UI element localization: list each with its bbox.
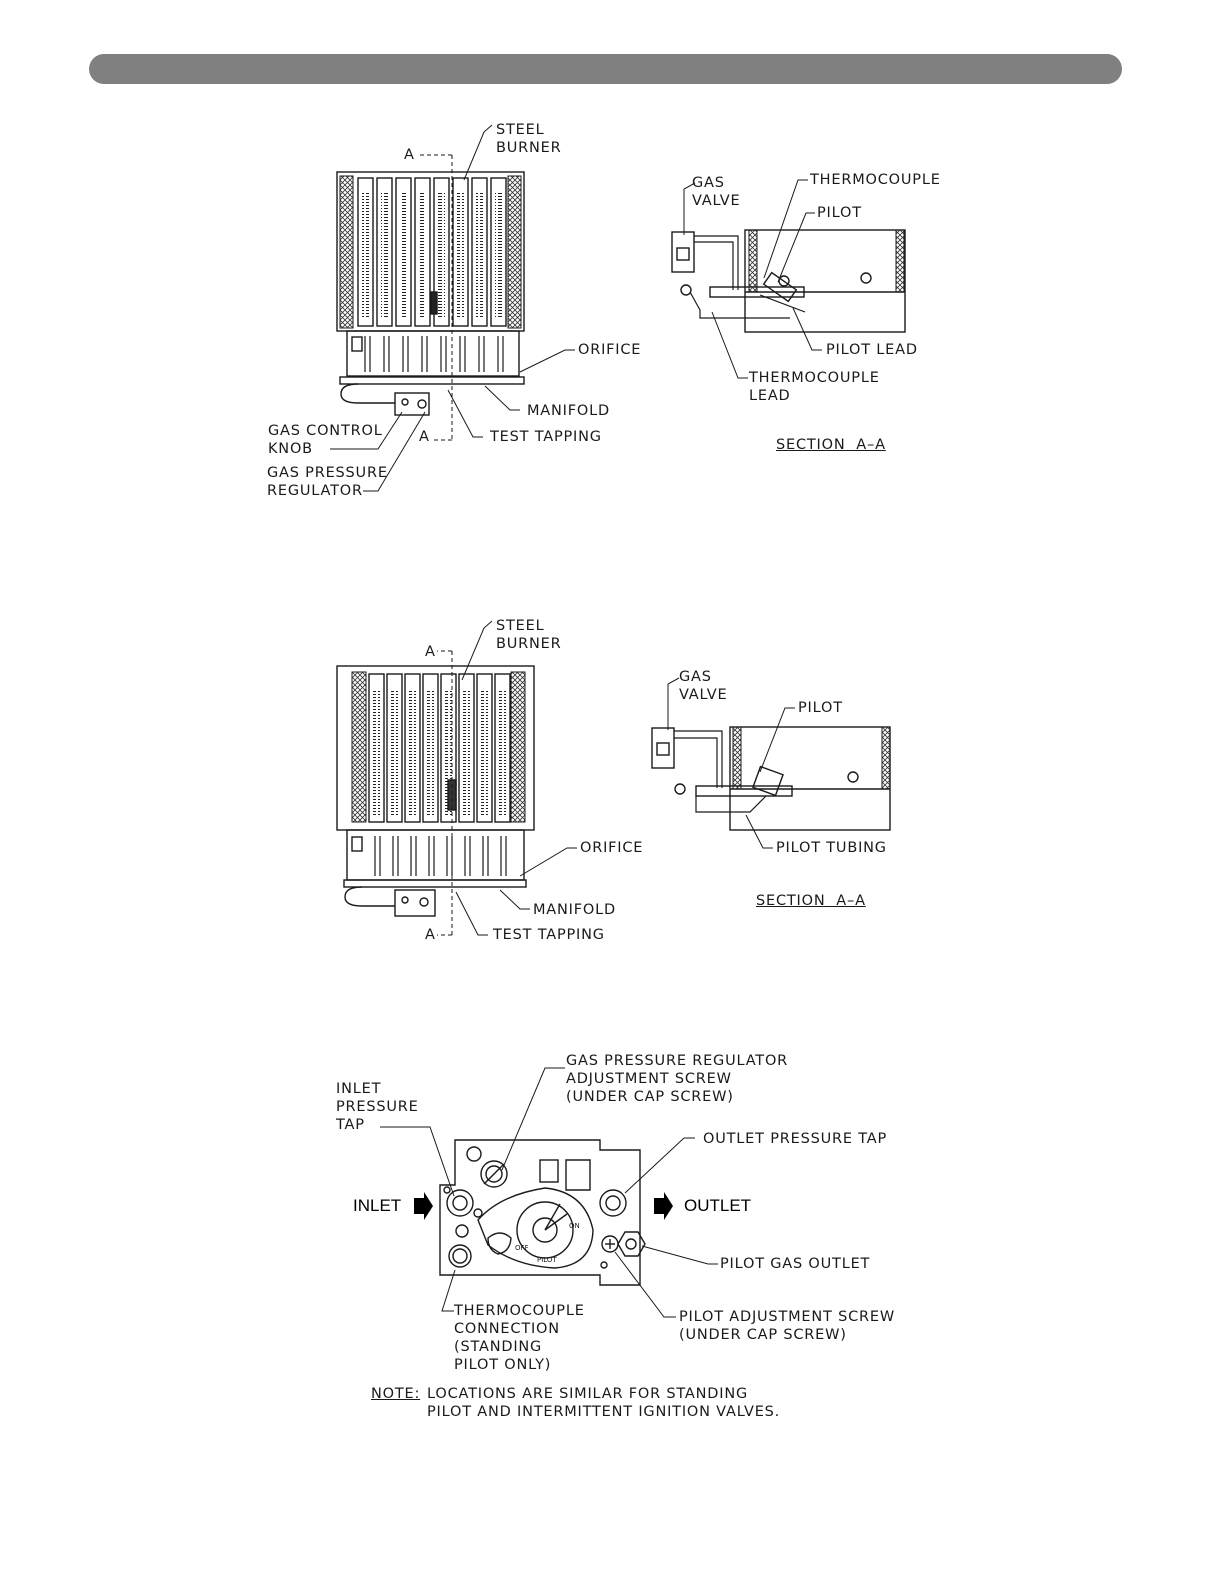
fig1-orifices [364,336,504,372]
label-pilot: PILOT [817,205,862,221]
label-outlet: OUTLET [684,1196,752,1215]
label-pilot-gas-outlet: PILOT GAS OUTLET [720,1256,871,1272]
label-manifold: MANIFOLD [527,403,610,419]
header-bar [89,54,1122,84]
outlet-arrow-icon [654,1192,673,1220]
section-mark-top: A [404,147,415,163]
section-mark-bottom: A [425,927,436,943]
fig2-burner-tubes [368,673,511,823]
label-pilot-adjustment-screw: PILOT ADJUSTMENT SCREW (UNDER CAP SCREW) [679,1309,895,1343]
fig2-orifices [374,836,507,876]
label-orifice: ORIFICE [580,840,644,856]
fig1-burner-tubes [357,177,507,327]
inlet-arrow-icon [414,1192,433,1220]
label-thermocouple: THERMOCOUPLE [810,172,941,188]
label-outlet-pressure-tap: OUTLET PRESSURE TAP [703,1131,888,1147]
label-gas-pressure-regulator: GAS PRESSURE REGULATOR [267,465,388,499]
section-title: SECTION A–A [776,437,886,453]
label-test-tapping: TEST TAPPING [490,429,602,445]
label-test-tapping: TEST TAPPING [493,927,605,943]
label-inlet-pressure-tap: INLET PRESSURE TAP [336,1081,419,1133]
label-gas-control-knob: GAS CONTROL KNOB [268,423,383,457]
fig2-section-view [651,677,891,849]
fig1-section-view [671,179,906,379]
note-label: NOTE: [371,1386,421,1402]
label-inlet: INLET [353,1196,402,1215]
label-pilot-lead: PILOT LEAD [826,342,918,358]
label-thermocouple-lead: THERMOCOUPLE LEAD [749,370,880,404]
label-thermocouple-connection: THERMOCOUPLE CONNECTION (STANDING PILOT … [454,1303,585,1373]
dial-on-label: ON [569,1222,580,1230]
fig3-gas-valve [380,1067,718,1318]
fig2-burner-assembly [336,620,577,936]
section-mark-top: A [425,644,436,660]
label-gas-valve: GAS VALVE [692,175,741,209]
fig1-burner-assembly [330,124,575,492]
fig3-flow-arrows [414,1192,673,1220]
label-orifice: ORIFICE [578,342,642,358]
label-manifold: MANIFOLD [533,902,616,918]
label-pilot: PILOT [798,700,843,716]
label-gas-valve: GAS VALVE [679,669,728,703]
section-title: SECTION A–A [756,893,866,909]
note-text: LOCATIONS ARE SIMILAR FOR STANDING PILOT… [427,1386,781,1420]
dial-off-label: OFF [515,1244,529,1252]
section-mark-bottom: A [419,429,430,445]
label-steel-burner: STEEL BURNER [496,122,562,156]
label-gas-pressure-regulator-screw: GAS PRESSURE REGULATOR ADJUSTMENT SCREW … [566,1053,789,1105]
label-pilot-tubing: PILOT TUBING [776,840,887,856]
label-steel-burner: STEEL BURNER [496,618,562,652]
dial-pilot-label: PILOT [537,1256,557,1264]
